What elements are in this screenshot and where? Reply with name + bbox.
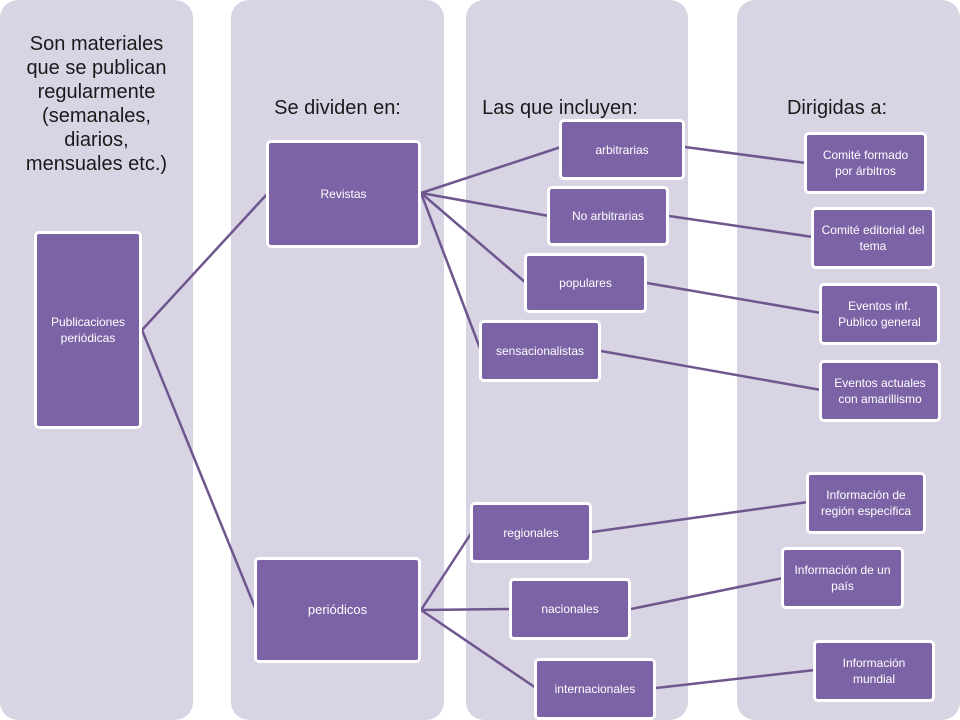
target-informacion-mundial: Información mundial [813,640,935,702]
target-informacion-pais: Información de un país [781,547,904,609]
target-informacion-region: Información de región especifica [806,472,926,534]
lane-targets-title: Dirigidas a: [786,97,888,119]
node-revistas: Revistas [266,140,421,248]
node-no-arbitrarias: No arbitrarias [547,186,669,246]
node-publicaciones-periodicas: Publicaciones periódicas [34,231,142,429]
target-comite-arbitros: Comité formado por árbitros [804,132,927,194]
target-comite-editorial: Comité editorial del tema [811,207,935,269]
lane-definition-title: Son materiales que se publican regularme… [25,33,168,175]
node-periodicos: periódicos [254,557,421,663]
target-eventos-publico-general: Eventos inf. Publico general [819,283,940,345]
node-arbitrarias: arbitrarias [559,119,685,180]
node-sensacionalistas: sensacionalistas [479,320,601,382]
target-eventos-amarillismo: Eventos actuales con amarillismo [819,360,941,422]
lane-includes-title: Las que incluyen: [482,97,638,119]
node-nacionales: nacionales [509,578,631,640]
node-regionales: regionales [470,502,592,563]
lane-divisions-title: Se dividen en: [274,97,401,119]
node-populares: populares [524,253,647,313]
node-internacionales: internacionales [534,658,656,720]
